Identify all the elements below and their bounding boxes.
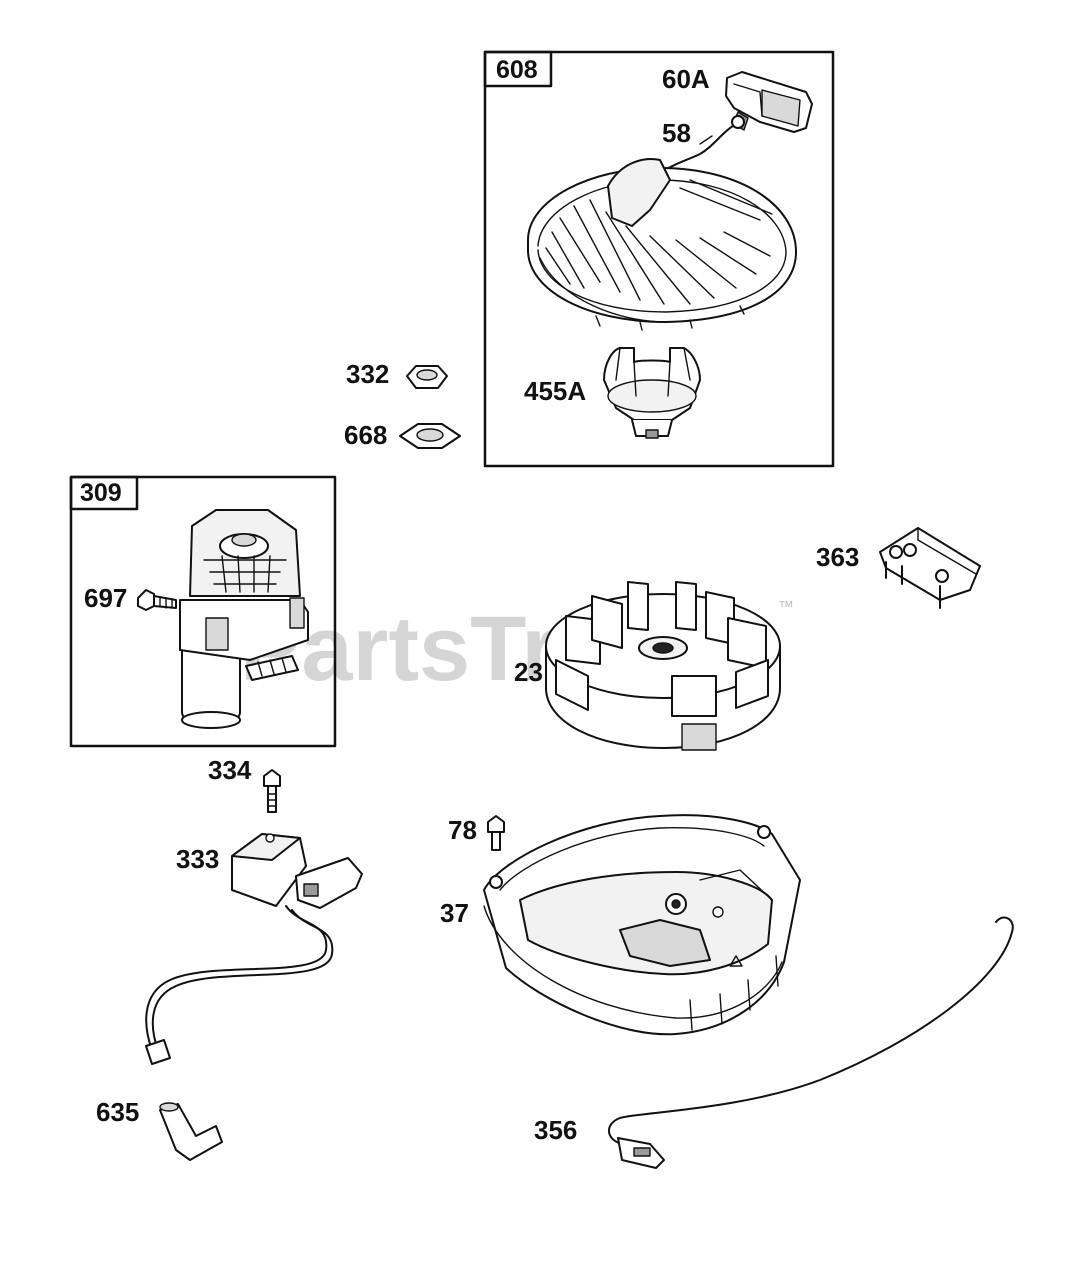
label-78: 78 bbox=[448, 815, 477, 845]
label-332: 332 bbox=[346, 359, 389, 389]
kit-608-number: 608 bbox=[496, 56, 538, 84]
label-23: 23 bbox=[514, 657, 543, 687]
ignition-armature-part[interactable] bbox=[145, 833, 363, 1065]
label-333: 333 bbox=[176, 844, 219, 874]
washer-part[interactable] bbox=[399, 423, 461, 449]
flywheel-part[interactable] bbox=[545, 581, 781, 751]
label-60A: 60A bbox=[662, 64, 710, 94]
rewind-starter-housing[interactable] bbox=[527, 158, 797, 331]
screw-334-part[interactable] bbox=[263, 769, 281, 813]
label-37: 37 bbox=[440, 898, 469, 928]
flywheel-nut-part[interactable] bbox=[406, 365, 448, 389]
label-455A: 455A bbox=[524, 376, 586, 406]
bracket-part[interactable] bbox=[879, 527, 981, 609]
label-334: 334 bbox=[208, 755, 252, 785]
starter-cup-part[interactable] bbox=[603, 347, 701, 439]
ground-wire-part[interactable] bbox=[608, 916, 1014, 1169]
screw-78-part[interactable] bbox=[487, 815, 505, 851]
spark-plug-boot-part[interactable] bbox=[159, 1102, 223, 1161]
electric-starter-part[interactable] bbox=[179, 509, 309, 729]
label-356: 356 bbox=[534, 1115, 577, 1145]
label-635: 635 bbox=[96, 1097, 139, 1127]
label-668: 668 bbox=[344, 420, 387, 450]
kit-309-number: 309 bbox=[80, 479, 122, 507]
blower-housing-part[interactable] bbox=[483, 814, 801, 1036]
label-58: 58 bbox=[662, 118, 691, 148]
kit-608-box: 608 bbox=[483, 50, 835, 468]
watermark-trademark: ™ bbox=[778, 599, 794, 616]
starter-handle-part[interactable] bbox=[725, 71, 813, 133]
kit-309-box: 309 bbox=[69, 475, 337, 748]
label-697: 697 bbox=[84, 583, 127, 613]
label-363: 363 bbox=[816, 542, 859, 572]
starter-bolt-part[interactable] bbox=[137, 589, 177, 611]
